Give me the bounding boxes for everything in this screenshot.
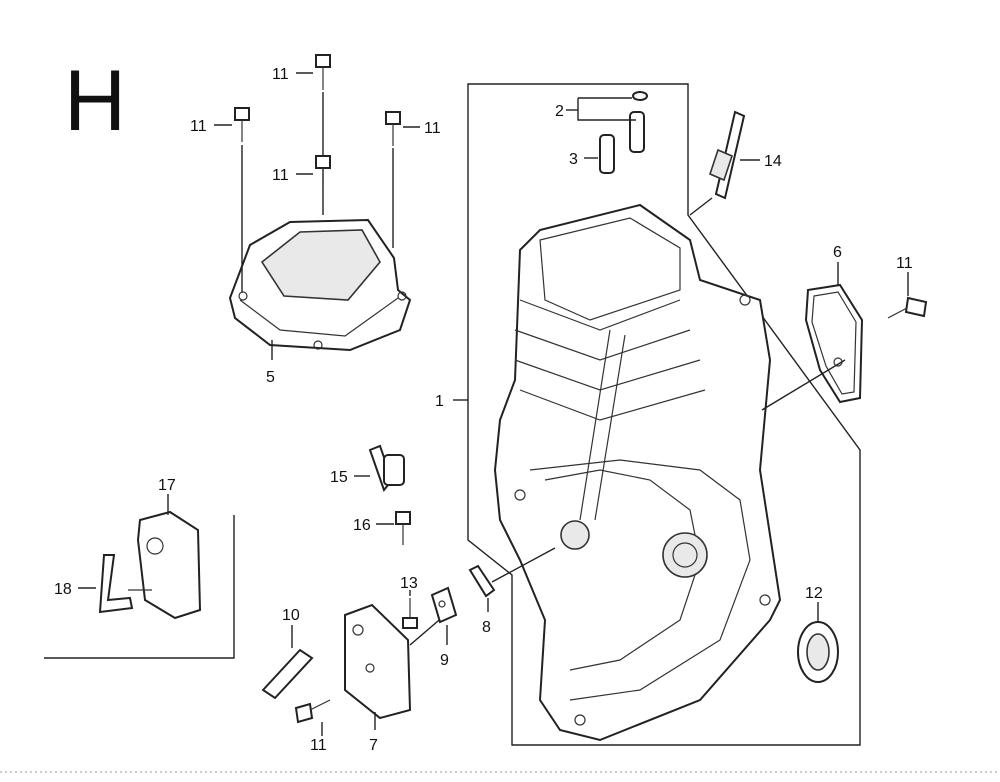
bolt-icon <box>315 54 331 215</box>
breather-cover-icon <box>136 510 202 620</box>
callout-label: 13 <box>400 575 418 592</box>
callout-label: 11 <box>896 255 913 272</box>
callout-label: 17 <box>158 477 176 494</box>
callout-label: 16 <box>353 517 371 534</box>
bolt-icon <box>385 111 401 248</box>
callout-label: 11 <box>272 167 289 184</box>
bracket-icon <box>368 444 405 493</box>
callout-label: 3 <box>569 151 578 168</box>
callout-label: 11 <box>272 66 289 83</box>
callout-label: 10 <box>282 607 300 624</box>
valve-cap-icon <box>599 91 648 174</box>
crankcase-group-frame <box>467 83 861 746</box>
clip-icon <box>468 564 496 598</box>
callout-label: 11 <box>190 118 207 135</box>
callout-label: 8 <box>482 619 491 636</box>
oil-seal-icon <box>797 621 839 683</box>
callout-label: 2 <box>555 103 564 120</box>
bolt-icon <box>234 107 250 292</box>
bolt-icon <box>315 155 331 190</box>
cover-plate-icon <box>344 603 412 720</box>
callout-label: 1 <box>435 393 444 410</box>
callout-label: 12 <box>805 585 823 602</box>
callout-label: 11 <box>310 737 327 754</box>
callout-label: 6 <box>833 244 842 261</box>
callout-label: 5 <box>266 369 275 386</box>
crankcase-block <box>493 203 782 742</box>
callout-label: 15 <box>330 469 348 486</box>
section-letter: H <box>64 53 126 149</box>
callout-label: 9 <box>440 652 449 669</box>
bolt-icon <box>395 511 411 545</box>
dowel-pin-icon <box>261 648 314 700</box>
callout-label: 14 <box>764 153 782 170</box>
callout-label: 11 <box>424 120 441 137</box>
gasket-icon <box>804 283 864 404</box>
breather-group-frame <box>44 515 235 659</box>
callout-label: 18 <box>54 581 72 598</box>
bolt-icon <box>402 598 418 629</box>
head-cover <box>228 218 412 352</box>
bolt-icon <box>887 296 928 319</box>
plate-icon <box>430 586 458 624</box>
callout-label: 7 <box>369 737 378 754</box>
bolt-icon <box>294 699 331 724</box>
spark-plug-icon <box>689 110 746 216</box>
breather-tube-icon <box>98 554 152 614</box>
